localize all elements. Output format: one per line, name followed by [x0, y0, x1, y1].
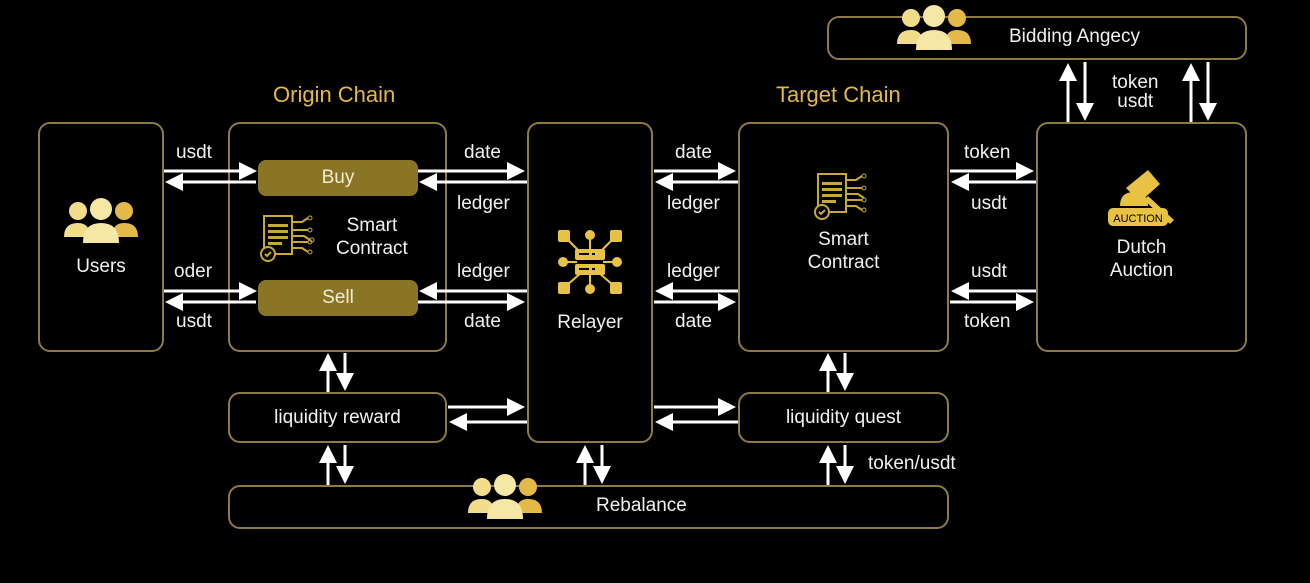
target-contract-label: Smart Contract: [740, 228, 947, 274]
dutch-auction-label-line2: Auction: [1109, 260, 1174, 281]
edge-label-users-buy-top: usdt: [176, 142, 212, 163]
smart-contract-icon: [260, 215, 315, 262]
users-node[interactable]: Users: [38, 122, 164, 352]
edge-label-quest-rebalance: token/usdt: [868, 453, 956, 474]
edge-label-target-auction-2: usdt: [971, 193, 1007, 214]
buy-button[interactable]: Buy: [258, 160, 418, 196]
users-icon: [64, 198, 138, 243]
edge-label-users-sell-bottom: usdt: [176, 311, 212, 332]
origin-contract-label-line2: Contract: [336, 238, 408, 259]
edge-label-origin-relayer-2: ledger: [457, 193, 510, 214]
origin-chain-title: Origin Chain: [273, 82, 396, 107]
edge-label-auction-bidding-line1: token: [1112, 72, 1159, 93]
target-contract-label-line2: Contract: [807, 252, 880, 273]
edge-label-target-auction-4: token: [964, 311, 1011, 332]
liquidity-quest-label: liquidity quest: [785, 406, 902, 428]
edge-label-relayer-target-1: date: [675, 142, 712, 163]
sell-button[interactable]: Sell: [258, 280, 418, 316]
dutch-auction-node[interactable]: AUCTION Dutch Auction: [1036, 122, 1247, 352]
edge-label-origin-relayer-4: date: [464, 311, 501, 332]
origin-smart-contract-node[interactable]: Buy Smart Contract Sell: [228, 122, 447, 352]
relayer-network-icon: [558, 230, 622, 294]
edge-label-auction-bidding: token usdt: [1112, 73, 1158, 111]
auction-badge: AUCTION: [1113, 213, 1163, 225]
rebalance-node[interactable]: Rebalance: [228, 474, 949, 529]
edge-label-users-sell-top: oder: [174, 261, 213, 282]
relayer-label: Relayer: [557, 312, 623, 333]
target-contract-label-line1: Smart: [818, 229, 869, 250]
liquidity-quest-node[interactable]: liquidity quest: [738, 392, 949, 443]
liquidity-reward-label: liquidity reward: [274, 406, 401, 428]
dutch-auction-label-line1: Dutch: [1116, 237, 1167, 258]
bidding-agency-node[interactable]: Bidding Angecy: [827, 5, 1247, 60]
users-icon: [897, 5, 971, 50]
target-chain-title: Target Chain: [776, 82, 901, 107]
liquidity-reward-node[interactable]: liquidity reward: [228, 392, 447, 443]
edge-label-target-auction-1: token: [964, 142, 1011, 163]
rebalance-label: Rebalance: [596, 495, 687, 516]
users-icon: [468, 474, 542, 519]
relayer-node[interactable]: Relayer: [527, 122, 653, 443]
origin-contract-label: Smart Contract: [336, 214, 408, 260]
auction-gavel-icon: AUCTION: [1108, 170, 1174, 226]
bidding-agency-label: Bidding Angecy: [1009, 26, 1140, 47]
origin-contract-label-line1: Smart: [346, 215, 398, 236]
edge-label-relayer-target-3: ledger: [667, 261, 720, 282]
edge-label-target-auction-3: usdt: [971, 261, 1007, 282]
edge-label-relayer-target-4: date: [675, 311, 712, 332]
edge-label-origin-relayer-1: date: [464, 142, 501, 163]
target-smart-contract-node[interactable]: Smart Contract: [738, 122, 949, 352]
dutch-auction-label: Dutch Auction: [1038, 236, 1245, 282]
edge-label-auction-bidding-line2: usdt: [1117, 91, 1154, 112]
edge-label-relayer-target-2: ledger: [667, 193, 720, 214]
edge-label-origin-relayer-3: ledger: [457, 261, 510, 282]
smart-contract-icon: [814, 173, 867, 220]
users-label: Users: [76, 256, 126, 277]
